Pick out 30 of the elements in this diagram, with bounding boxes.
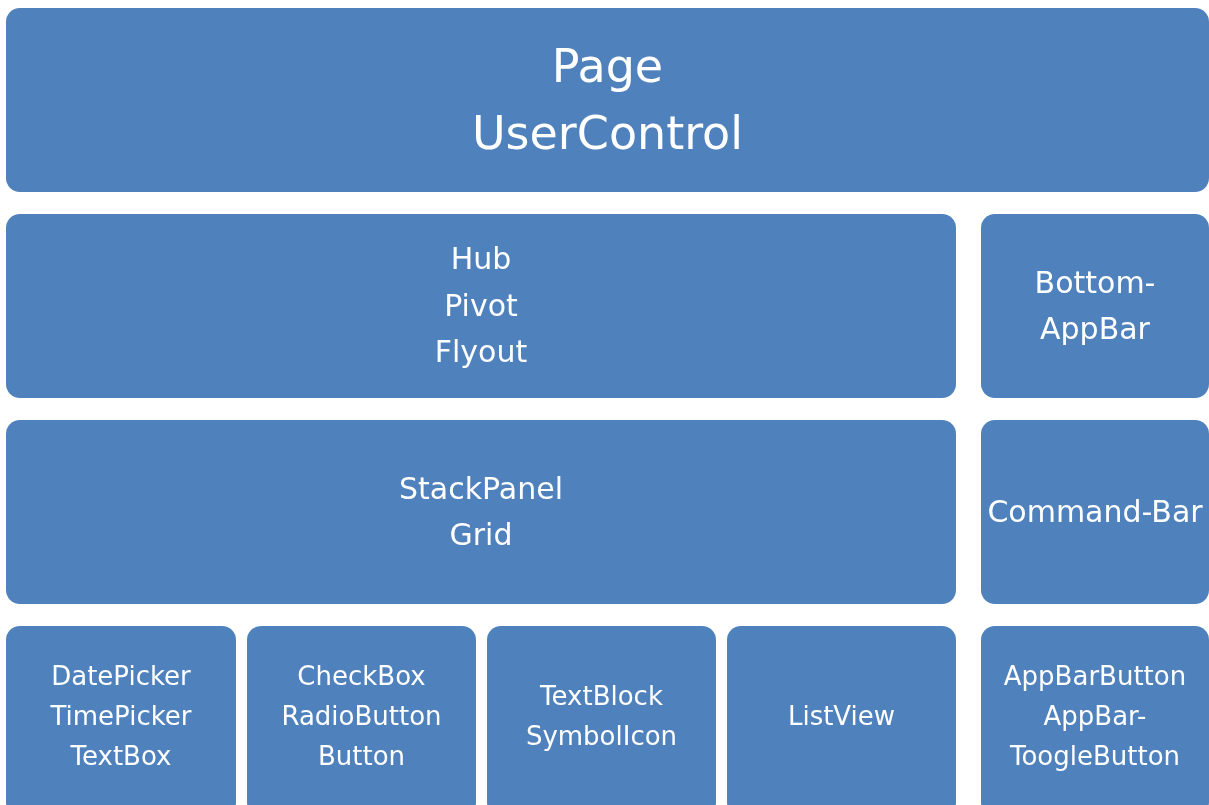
class-name: Pivot xyxy=(444,286,518,325)
class-name: StackPanel xyxy=(399,469,563,508)
class-name: DatePicker xyxy=(51,659,191,693)
class-name: UserControl xyxy=(471,105,744,162)
class-name: AppBar-ToogleButton xyxy=(1008,699,1182,774)
layer-box xyxy=(247,626,476,805)
layer-box xyxy=(487,626,716,805)
class-name: TimePicker xyxy=(50,699,192,733)
layer-box xyxy=(981,214,1209,398)
class-name: Button xyxy=(317,740,406,774)
class-name: Hub xyxy=(450,240,512,279)
layer-box xyxy=(6,626,236,805)
layer-box xyxy=(981,626,1209,805)
class-name: Command-Bar xyxy=(987,492,1203,531)
layer-box xyxy=(6,214,956,398)
class-name: Bottom-AppBar xyxy=(1033,263,1157,348)
class-name: RadioButton xyxy=(281,699,442,733)
layer-box xyxy=(6,8,1209,192)
class-name: ListView xyxy=(787,699,896,733)
class-name: SymbolIcon xyxy=(525,720,678,753)
class-name: TextBox xyxy=(70,740,172,774)
class-name: TextBlock xyxy=(540,679,663,713)
layer-box xyxy=(981,420,1209,604)
class-name: Grid xyxy=(449,516,513,554)
layer-box xyxy=(6,420,956,604)
class-name: Flyout xyxy=(434,333,528,372)
class-name: AppBarButton xyxy=(1003,659,1187,693)
class-name: CheckBox xyxy=(297,659,426,693)
layer-box xyxy=(727,626,956,805)
class-name: Page xyxy=(551,38,664,96)
